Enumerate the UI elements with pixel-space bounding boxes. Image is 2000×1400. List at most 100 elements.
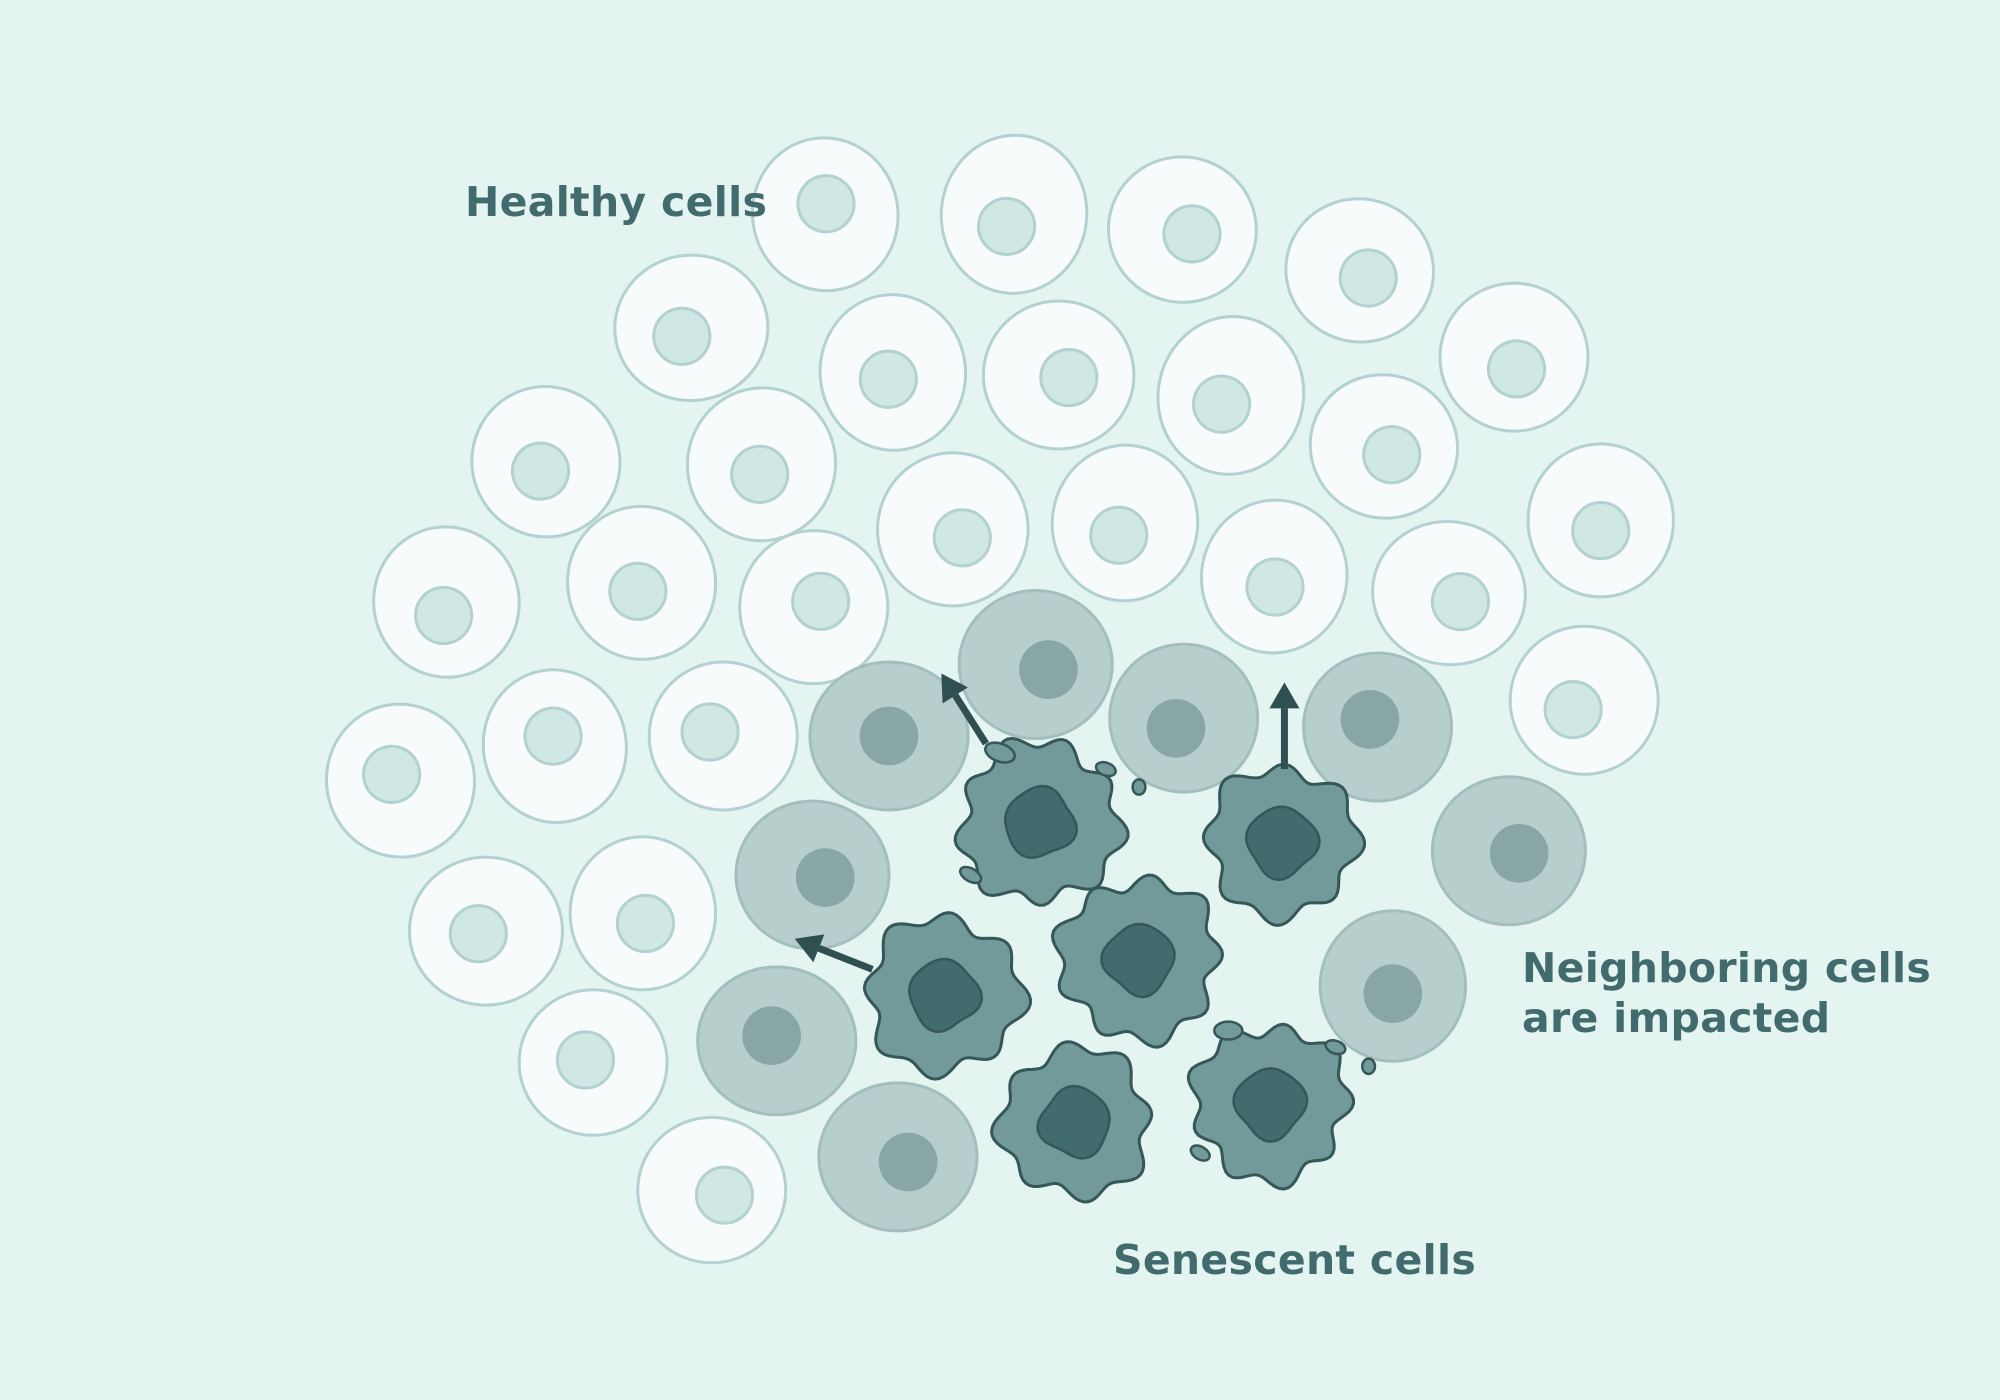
nucleus: [1089, 505, 1149, 565]
healthy-cell: [647, 660, 799, 812]
healthy-cell: [481, 668, 628, 825]
impacted-cell: [817, 1081, 979, 1233]
impacted-cell: [1108, 642, 1260, 794]
senescent-cell: [1186, 1022, 1356, 1191]
arrow-icon: [794, 934, 874, 973]
senescent-cell: [953, 736, 1130, 907]
healthy-cell: [1526, 442, 1675, 599]
neighboring-cells-label-line2: are impacted: [1522, 994, 1831, 1042]
nucleus: [1363, 964, 1423, 1023]
nucleus: [1486, 339, 1547, 399]
nucleus: [1340, 690, 1400, 749]
signal-arrows: [794, 673, 1300, 973]
healthy-cell: [517, 988, 669, 1137]
healthy-cell: [1156, 315, 1306, 476]
healthy-cell: [685, 386, 838, 543]
senescent-cell: [1201, 762, 1367, 927]
nucleus: [1019, 640, 1078, 699]
impacted-cell: [1302, 651, 1454, 803]
neighboring-cells-label: Neighboring cells are impacted: [1522, 943, 1931, 1043]
nucleus: [730, 444, 790, 504]
healthy-cell: [939, 133, 1089, 295]
nucleus: [680, 702, 740, 762]
impacted-cell: [734, 799, 891, 951]
impacted-cell: [696, 965, 858, 1117]
nucleus: [791, 571, 851, 631]
nucleus: [976, 196, 1037, 256]
nucleus: [362, 744, 422, 804]
senescent-cells: [862, 736, 1377, 1204]
impacted-cell: [1318, 909, 1468, 1063]
impacted-cell: [1430, 775, 1587, 927]
healthy-cell: [566, 504, 718, 661]
healthy-cell: [613, 253, 770, 403]
nucleus: [859, 706, 919, 766]
nucleus: [1245, 557, 1305, 617]
healthy-cell: [407, 855, 564, 1007]
nucleus: [858, 349, 918, 409]
nucleus: [908, 957, 983, 1034]
arrow-icon: [941, 673, 989, 746]
nucleus: [652, 306, 712, 366]
nucleus: [1430, 572, 1490, 632]
nucleus: [1232, 1067, 1309, 1143]
healthy-cells: [324, 133, 1675, 1265]
nucleus: [1004, 784, 1078, 859]
nucleus: [1039, 347, 1099, 408]
nucleus: [608, 561, 668, 621]
nucleus: [448, 904, 508, 964]
nucleus: [1362, 425, 1422, 485]
healthy-cell: [1308, 373, 1460, 520]
impacted-cell: [808, 660, 970, 812]
healthy-cell: [1199, 498, 1349, 655]
healthy-cell: [1508, 624, 1660, 776]
senescent-cell: [990, 1040, 1154, 1204]
nucleus: [742, 1006, 802, 1066]
vesicle: [984, 741, 1016, 764]
healthy-cell: [1050, 443, 1200, 603]
healthy-cell: [1371, 520, 1527, 667]
healthy-cell: [750, 136, 900, 293]
nucleus: [1146, 698, 1206, 758]
healthy-cell: [1106, 155, 1258, 304]
nucleus: [1245, 805, 1321, 881]
healthy-cell: [1438, 281, 1590, 433]
arrow-icon: [1269, 682, 1300, 770]
nucleus: [1191, 374, 1252, 434]
healthy-cell: [1284, 197, 1435, 344]
nucleus: [1338, 248, 1398, 308]
senescent-cell: [862, 911, 1032, 1081]
nucleus: [1162, 204, 1222, 264]
nucleus: [1543, 679, 1603, 740]
healthy-cell: [818, 293, 968, 452]
vesicle: [1189, 1144, 1211, 1162]
impacted-cells: [696, 589, 1587, 1233]
vesicle: [1213, 1020, 1244, 1041]
nucleus: [878, 1132, 938, 1192]
neighboring-cells-label-line1: Neighboring cells: [1522, 944, 1932, 992]
nucleus: [615, 893, 675, 954]
vesicle: [1131, 778, 1147, 796]
vesicle: [1360, 1057, 1377, 1076]
senescent-cell: [1050, 873, 1225, 1049]
healthy-cells-label: Healthy cells: [465, 178, 768, 226]
nucleus: [1100, 922, 1176, 999]
nucleus: [510, 441, 571, 501]
healthy-cell: [876, 451, 1030, 608]
healthy-cell: [981, 299, 1136, 451]
nucleus: [523, 706, 583, 766]
vesicle: [1324, 1039, 1347, 1056]
nucleus: [414, 585, 474, 646]
nucleus: [795, 848, 855, 907]
nucleus: [1036, 1084, 1111, 1160]
nucleus: [1489, 823, 1549, 883]
nucleus: [796, 174, 856, 234]
vesicle: [958, 865, 983, 885]
impacted-cell: [957, 589, 1114, 741]
healthy-cell: [568, 835, 718, 992]
nucleus: [694, 1165, 755, 1225]
healthy-cell: [738, 529, 890, 686]
vesicle: [1094, 760, 1117, 778]
senescent-cells-label: Senescent cells: [1113, 1236, 1477, 1284]
